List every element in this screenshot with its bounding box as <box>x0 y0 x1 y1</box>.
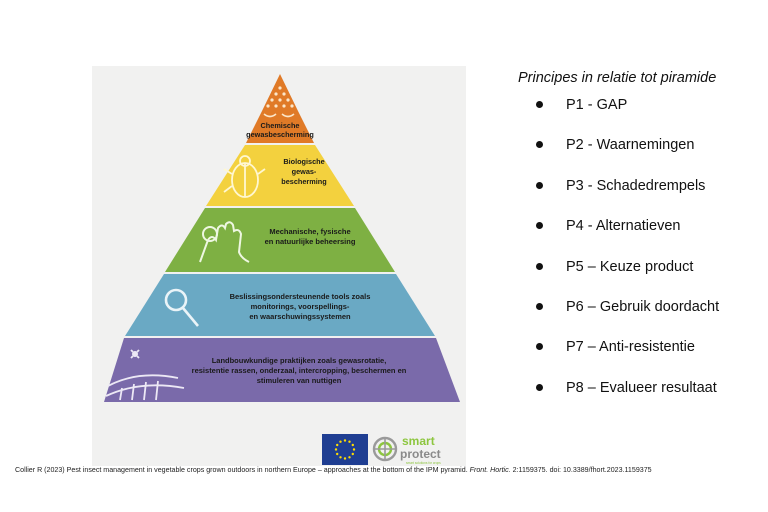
list-item: P2 - Waarnemingen <box>518 136 758 176</box>
eu-star <box>339 456 342 459</box>
pyramid-tier-decision-tools: Beslissingsondersteunende tools zoals mo… <box>125 274 435 336</box>
list-item: P3 - Schadedrempels <box>518 177 758 217</box>
pyramid-tier-mechanical: Mechanische, fysische en natuurlijke beh… <box>165 208 395 272</box>
eu-star <box>343 457 347 460</box>
eu-star <box>336 443 339 447</box>
list-item: P5 – Keuze product <box>518 258 758 298</box>
tier-label: en waarschuwingssystemen <box>249 312 351 321</box>
eu-star <box>336 452 339 456</box>
eu-star <box>334 448 338 451</box>
bullet-icon <box>536 141 543 149</box>
principle-label: P6 – Gebruik doordacht <box>566 298 720 315</box>
list-item: P4 - Alternatieven <box>518 217 758 257</box>
principle-label: P1 - GAP <box>566 97 628 113</box>
bullet-icon <box>536 262 543 270</box>
tier-label: Beslissingsondersteunende tools zoals <box>230 292 371 301</box>
tier-label: gewas- <box>292 167 317 176</box>
smart-protect-logo-mark: smart protect smart solutions for crops <box>372 434 441 465</box>
logo-tagline: smart solutions for crops <box>406 461 441 465</box>
spray-droplets-icon <box>263 86 295 118</box>
list-item: P6 – Gebruik doordacht <box>518 298 758 338</box>
eu-star <box>351 452 354 456</box>
principle-label: P5 – Keuze product <box>566 258 694 275</box>
logo-smart-text: smart <box>402 434 435 448</box>
list-item: P8 – Evalueer resultaat <box>518 379 758 419</box>
ipm-pyramid: Chemische gewasbescherming Biologische g… <box>104 74 460 402</box>
principles-list: P1 - GAP P2 - Waarnemingen P3 - Schadedr… <box>518 96 758 419</box>
bullet-icon <box>536 343 543 351</box>
pyramid-tier-biological: Biologische gewas- bescherming <box>206 145 354 206</box>
eu-star <box>348 456 351 459</box>
principle-label: P7 – Anti-resistentie <box>566 339 695 356</box>
eu-star <box>343 439 347 442</box>
eu-star <box>339 440 342 443</box>
tier-label: Biologische <box>283 157 324 166</box>
bullet-icon <box>536 222 543 230</box>
citation-text: Collier R (2023) Pest insect management … <box>15 466 470 474</box>
eu-star <box>348 440 351 443</box>
principle-label: P2 - Waarnemingen <box>566 137 695 154</box>
tier-label: monitorings, voorspellings- <box>251 302 350 311</box>
citation: Collier R (2023) Pest insect management … <box>15 466 760 474</box>
tier-label: resistentie rassen, onderzaal, intercrop… <box>192 366 407 375</box>
pyramid-panel: Chemische gewasbescherming Biologische g… <box>92 66 466 466</box>
citation-details: 2:1159375. doi: 10.3389/fhort.2023.11593… <box>510 466 652 474</box>
tier-label: gewasbescherming <box>246 130 314 139</box>
field-sun-icon <box>105 349 185 401</box>
magnifier-icon <box>164 288 199 327</box>
eu-flag-logo <box>322 434 368 465</box>
eu-star <box>352 448 356 451</box>
tier-label: stimuleren van nuttigen <box>257 376 342 385</box>
tier-label: Mechanische, fysische <box>269 227 350 236</box>
tier-label: bescherming <box>281 177 326 186</box>
citation-journal: Front. Hortic. <box>469 466 511 474</box>
list-item: P1 - GAP <box>518 96 758 136</box>
ladybug-icon <box>223 155 266 198</box>
bullet-icon <box>536 383 543 391</box>
bullet-icon <box>536 101 543 108</box>
legend-title: Principes in relatie tot piramide <box>518 70 717 86</box>
tier-label: Landbouwkundige praktijken zoals gewasro… <box>212 356 387 365</box>
gloved-hand-icon <box>199 221 250 263</box>
logo-protect-text: protect <box>400 447 441 461</box>
tier-label: en natuurlijke beheersing <box>265 237 356 246</box>
pyramid-tier-agricultural: Landbouwkundige praktijken zoals gewasro… <box>104 338 460 402</box>
principle-label: P8 – Evalueer resultaat <box>566 379 717 396</box>
bullet-icon <box>536 302 543 310</box>
bullet-icon <box>536 181 543 189</box>
smart-protect-logo: smart protect smart solutions for crops <box>372 432 458 466</box>
principle-label: P4 - Alternatieven <box>566 218 681 235</box>
pyramid-tier-chemical: Chemische gewasbescherming <box>246 74 314 143</box>
principles-legend: Principes in relatie tot piramide P1 - G… <box>518 70 758 419</box>
eu-stars-icon <box>334 439 356 460</box>
eu-star <box>351 443 354 447</box>
tier-label: Chemische <box>261 121 300 130</box>
principle-label: P3 - Schadedrempels <box>566 177 706 194</box>
list-item: P7 – Anti-resistentie <box>518 338 758 378</box>
